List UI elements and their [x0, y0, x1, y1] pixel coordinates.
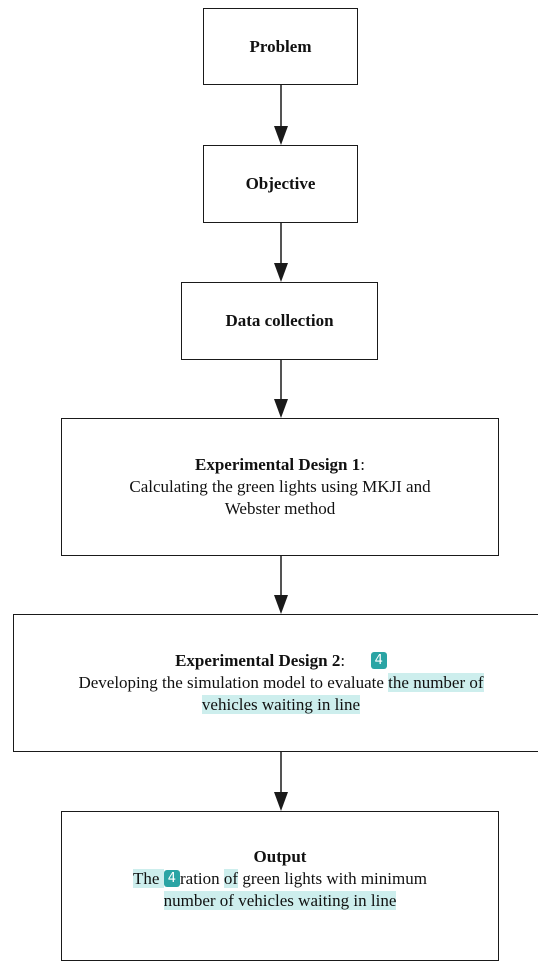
- data-collection-box: Data collection: [181, 282, 378, 360]
- output-title: Output: [253, 847, 307, 866]
- exp2-title: Experimental Design 2: [175, 651, 341, 670]
- exp2-heading: Experimental Design 2: 4: [175, 650, 387, 672]
- exp2-line2: vehicles waiting in line: [201, 694, 361, 716]
- exp1-title: Experimental Design 1: [194, 455, 361, 474]
- output-line1-mid: ration: [180, 869, 224, 888]
- output-line1-highlight-b[interactable]: of: [223, 869, 239, 888]
- experimental-design-1-box: Experimental Design 1: Calculating the g…: [61, 418, 499, 556]
- exp1-line2: Webster method: [224, 499, 336, 518]
- experimental-design-2-box: Experimental Design 2: 4 Developing the …: [13, 614, 538, 752]
- exp2-line1-plain: Developing the simulation model to evalu…: [78, 673, 389, 692]
- arrow-data-to-exp1: [274, 360, 288, 418]
- output-line2-highlight[interactable]: number of vehicles waiting in line: [163, 891, 397, 910]
- objective-label: Objective: [245, 174, 316, 193]
- arrow-problem-to-objective: [274, 85, 288, 145]
- problem-box: Problem: [203, 8, 358, 85]
- arrow-exp2-to-output: [274, 752, 288, 811]
- problem-label: Problem: [249, 36, 312, 56]
- data-collection-label: Data collection: [225, 311, 334, 330]
- exp2-line1-highlight[interactable]: the number of: [388, 673, 484, 692]
- exp1-colon: :: [360, 455, 365, 474]
- arrow-exp1-to-exp2: [274, 556, 288, 614]
- exp2-line1: Developing the simulation model to evalu…: [78, 672, 484, 694]
- arrow-objective-to-data: [274, 223, 288, 282]
- exp1-heading: Experimental Design 1:: [195, 454, 365, 476]
- output-line2: number of vehicles waiting in line: [163, 890, 397, 912]
- exp2-line2-highlight[interactable]: vehicles waiting in line: [201, 695, 361, 714]
- exp1-line1: Calculating the green lights using MKJI …: [129, 477, 431, 496]
- annotation-badge[interactable]: 4: [370, 652, 387, 669]
- exp2-colon: :: [340, 651, 346, 670]
- output-line1-highlight-a[interactable]: The: [133, 869, 164, 888]
- annotation-badge[interactable]: 4: [163, 870, 180, 887]
- output-line1-rest: green lights with minimum: [238, 869, 427, 888]
- objective-box: Objective: [203, 145, 358, 223]
